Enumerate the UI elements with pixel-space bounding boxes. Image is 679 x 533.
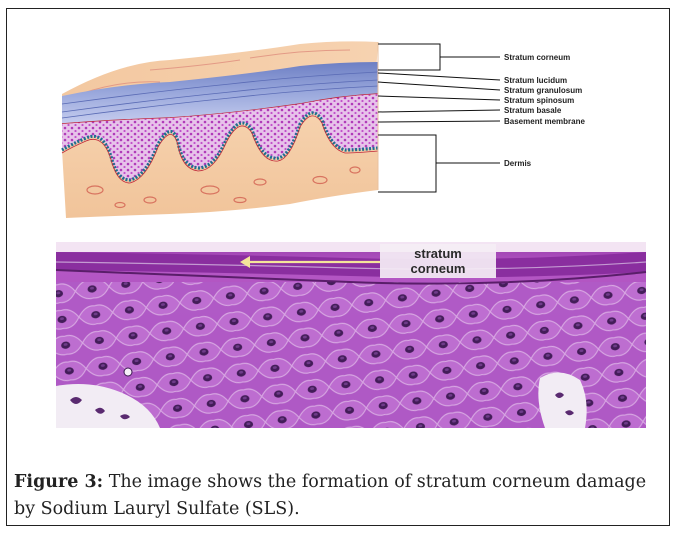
figure-label: Figure 3: (14, 472, 103, 492)
stratum-corneum-label-line1: stratum (380, 246, 496, 261)
stratum-corneum-label: stratum corneum (380, 244, 496, 278)
figure-caption: Figure 3: The image shows the formation … (14, 469, 664, 523)
stratum-corneum-label-line2: corneum (380, 261, 496, 276)
micrograph-tissue (56, 242, 646, 428)
caption-text: The image shows the formation of stratum… (14, 472, 646, 519)
